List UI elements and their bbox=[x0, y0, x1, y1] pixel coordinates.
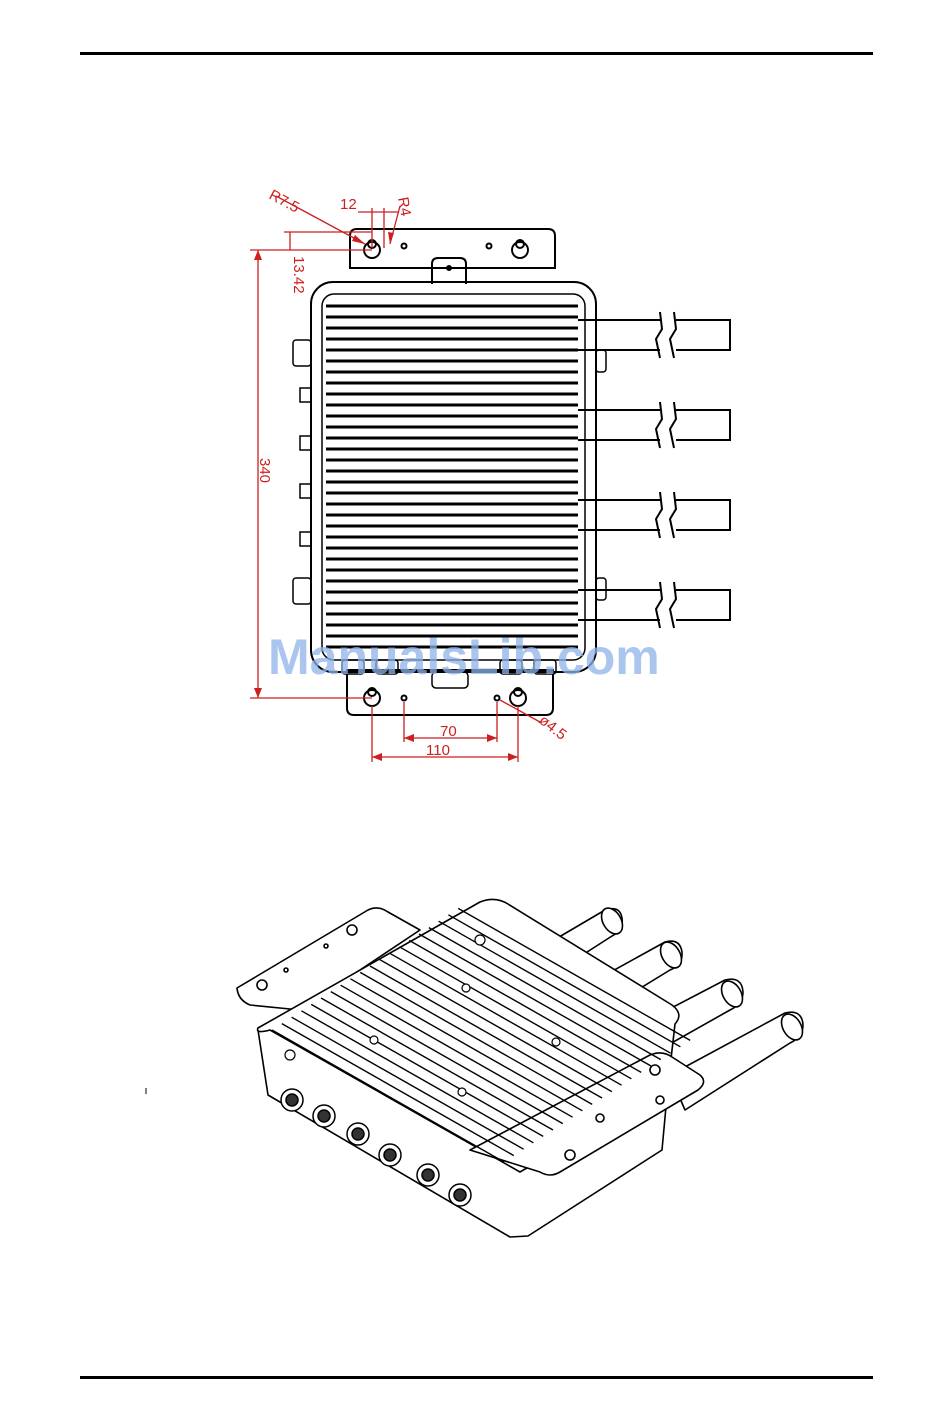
antenna bbox=[578, 402, 730, 448]
small-hole bbox=[402, 244, 407, 249]
iso-connector bbox=[417, 1164, 439, 1186]
hole-pitch-outer-label: 110 bbox=[426, 742, 450, 759]
slot-offset-label: 13.42 bbox=[290, 256, 307, 294]
antennas bbox=[578, 312, 730, 628]
small-hole bbox=[495, 696, 500, 701]
left-connector-stubs bbox=[293, 340, 311, 604]
antenna bbox=[578, 582, 730, 628]
iso-connector bbox=[313, 1105, 335, 1127]
small-hole bbox=[402, 696, 407, 701]
iso-connector bbox=[281, 1089, 303, 1111]
keyhole-slot-bottom-left bbox=[364, 688, 380, 706]
iso-connector bbox=[347, 1123, 369, 1145]
slot-width-label: 12 bbox=[340, 196, 357, 213]
watermark: ManualsLib.com bbox=[268, 629, 660, 685]
small-hole bbox=[487, 244, 492, 249]
footer-rule bbox=[80, 1376, 873, 1379]
antenna bbox=[578, 492, 730, 538]
right-side-bumps bbox=[596, 350, 606, 600]
overall-height-label: 340 bbox=[256, 458, 273, 483]
hole-diameter-label: ø4.5 bbox=[536, 712, 570, 744]
iso-connector bbox=[379, 1144, 401, 1166]
radius-small-label: R4 bbox=[394, 196, 414, 218]
keyhole-slot-top-right bbox=[512, 240, 528, 258]
hole-pitch-inner-label: 70 bbox=[440, 723, 457, 740]
heatsink-fins bbox=[326, 306, 578, 647]
isometric-product-view bbox=[237, 899, 807, 1237]
antenna bbox=[578, 312, 730, 358]
radius-large-label: R7.5 bbox=[266, 187, 302, 217]
iso-connector bbox=[449, 1184, 471, 1206]
keyhole-slot-bottom-right bbox=[510, 688, 526, 706]
